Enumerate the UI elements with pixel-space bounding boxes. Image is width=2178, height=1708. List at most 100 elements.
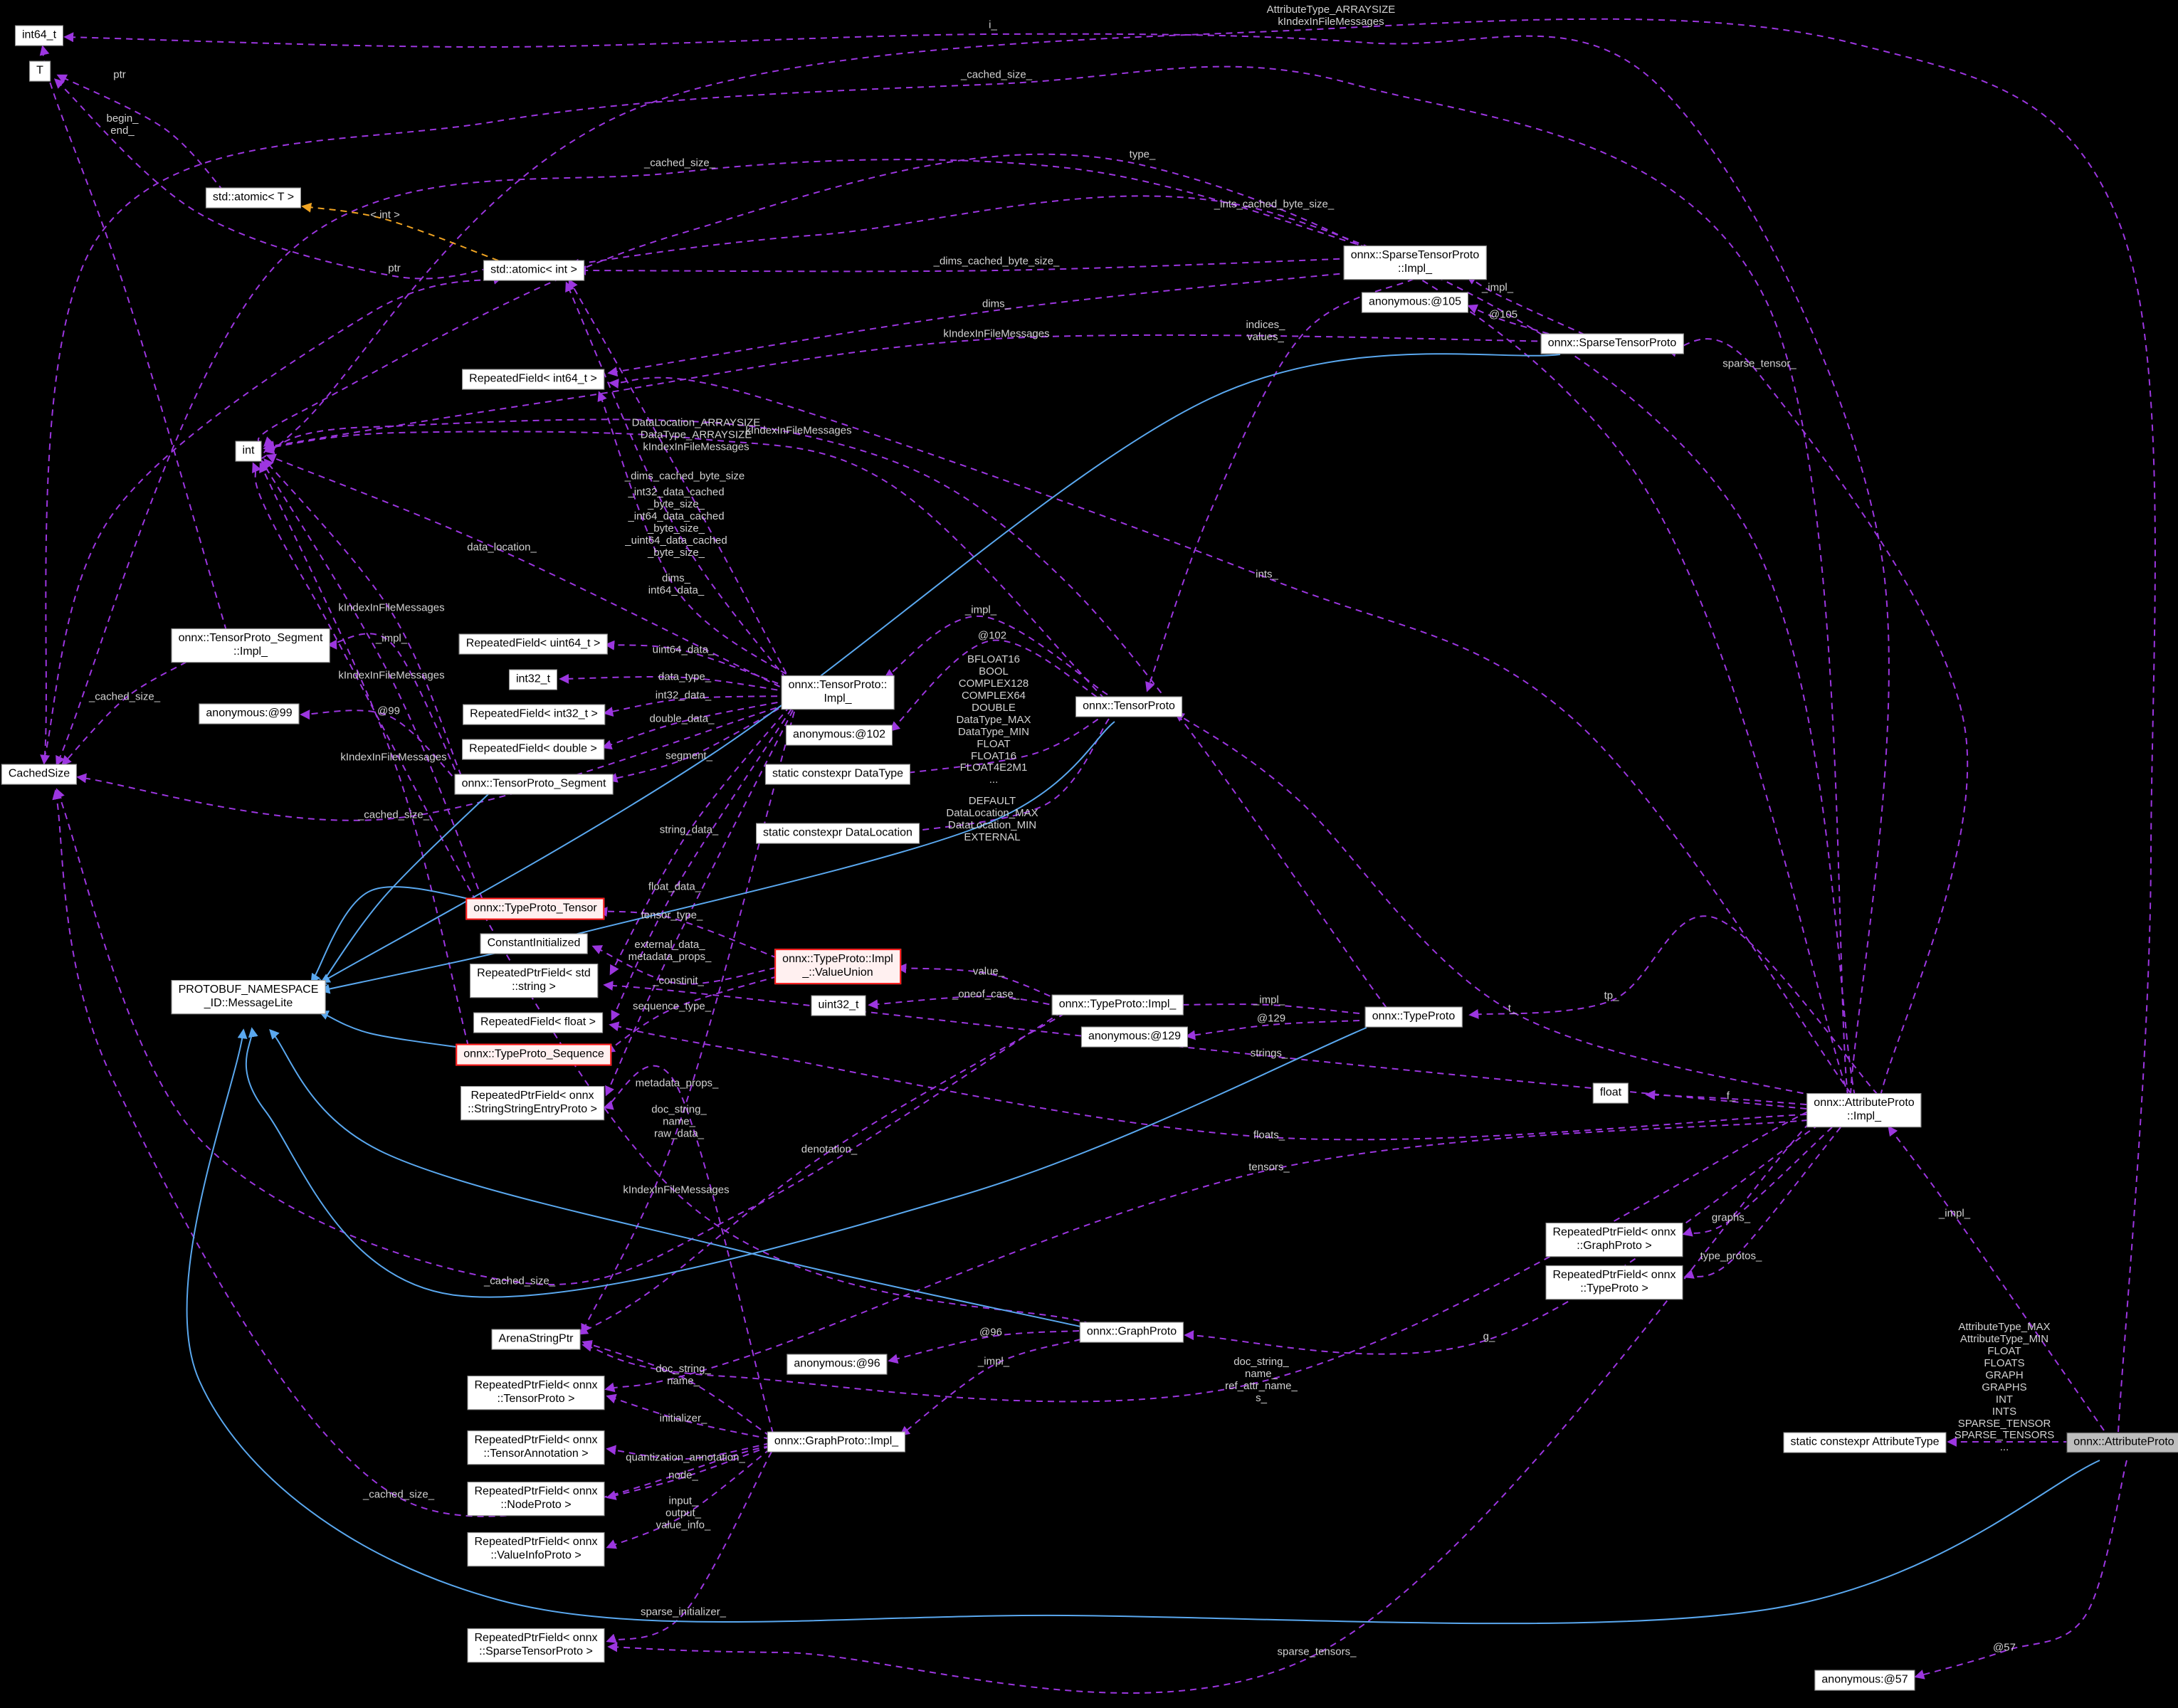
graph-node-seg_impl[interactable]: onnx::TensorProto_Segment ::Impl_ <box>171 628 330 663</box>
edge-label: strings_ <box>1250 1047 1288 1060</box>
graph-node-sc_attrtype[interactable]: static constexpr AttributeType <box>1783 1432 1947 1453</box>
graph-node-anon57[interactable]: anonymous:@57 <box>1814 1670 1915 1691</box>
edge-label: BFLOAT16 BOOL COMPLEX128 COMPLEX64 DOUBL… <box>956 653 1031 786</box>
graph-node-sparseproto[interactable]: onnx::SparseTensorProto <box>1540 333 1684 354</box>
graph-node-rpf_valueinfo[interactable]: RepeatedPtrField< onnx ::ValueInfoProto … <box>467 1532 605 1566</box>
graph-node-rpf_tensor[interactable]: RepeatedPtrField< onnx ::TensorProto > <box>467 1376 605 1410</box>
graph-node-typeproto[interactable]: onnx::TypeProto <box>1364 1006 1463 1028</box>
graph-node-rpf_graph[interactable]: RepeatedPtrField< onnx ::GraphProto > <box>1545 1223 1683 1257</box>
edge-label: _cached_size_ <box>357 808 430 821</box>
edge-gp_impl-to-rpf_valueinfo <box>606 1448 771 1549</box>
edge-tp_impl-to-rpf_string <box>609 705 791 976</box>
edge-a_impl-to-rpf_type <box>1683 1127 1841 1279</box>
edge-valueunion-to-tpt_seq <box>604 976 778 1053</box>
graph-node-arenastring[interactable]: ArenaStringPtr <box>491 1329 581 1350</box>
graph-node-atomic_int[interactable]: std::atomic< int > <box>483 260 584 281</box>
edge-label: sparse_tensors_ <box>1277 1645 1357 1658</box>
graph-node-anon105[interactable]: anonymous:@105 <box>1361 292 1469 313</box>
graph-node-tp_impl[interactable]: onnx::TensorProto:: Impl_ <box>781 675 895 710</box>
edge-tp_impl-to-atomic_int <box>568 278 792 684</box>
graph-node-gp_impl[interactable]: onnx::GraphProto::Impl_ <box>767 1431 906 1453</box>
edge-atomic_int-to-T <box>53 78 500 280</box>
edge-label: node_ <box>668 1469 698 1482</box>
graph-node-sc_datatype[interactable]: static constexpr DataType <box>764 764 911 785</box>
graph-node-rpf_sse[interactable]: RepeatedPtrField< onnx ::StringStringEnt… <box>461 1086 604 1120</box>
edge-tensorproto-to-anon102 <box>889 639 1107 732</box>
graph-node-anon96[interactable]: anonymous:@96 <box>786 1354 888 1375</box>
graph-node-int[interactable]: int <box>235 441 262 462</box>
edge-label: _impl_ <box>1938 1207 1971 1220</box>
graph-node-tensorproto[interactable]: onnx::TensorProto <box>1075 696 1182 717</box>
graph-node-cachedsize[interactable]: CachedSize <box>1 764 78 785</box>
edge-label: ptr <box>113 68 126 81</box>
graph-node-valueunion[interactable]: onnx::TypeProto::Impl _::ValueUnion <box>774 949 901 984</box>
graph-node-uint32_t[interactable]: uint32_t <box>811 995 866 1016</box>
graph-node-seg[interactable]: onnx::TensorProto_Segment <box>454 774 614 795</box>
edge-typeproto-to-anon129 <box>1185 1020 1360 1040</box>
graph-node-ty_impl[interactable]: onnx::TypeProto::Impl_ <box>1051 994 1184 1016</box>
edge-label: kIndexInFileMessages <box>338 669 445 682</box>
graph-node-rpf_sparse[interactable]: RepeatedPtrField< onnx ::SparseTensorPro… <box>467 1628 605 1662</box>
edge-label: sequence_type_ <box>632 1000 712 1013</box>
graph-node-constinit[interactable]: ConstantInitialized <box>480 933 588 954</box>
edge-tensorproto-to-messagelite <box>320 721 1115 994</box>
graph-node-rf_int64[interactable]: RepeatedField< int64_t > <box>462 369 604 390</box>
edge-ty_impl-to-cachedsize <box>55 788 1063 1285</box>
edge-label: doc_string_ name_ raw_data_ <box>651 1103 707 1140</box>
edge-tensorproto-to-tp_impl <box>883 615 1108 695</box>
edge-label: _cached_size_ <box>88 690 161 703</box>
edge-label: AttributeType_ARRAYSIZE kIndexInFileMess… <box>1266 4 1396 28</box>
edge-atomic_int-to-atomic_t <box>301 202 499 261</box>
graph-node-rpf_node[interactable]: RepeatedPtrField< onnx ::NodeProto > <box>467 1482 605 1516</box>
graph-node-tpt_seq[interactable]: onnx::TypeProto_Sequence <box>456 1043 612 1066</box>
edge-valueunion-to-constinit <box>591 945 777 985</box>
graph-node-rf_uint64[interactable]: RepeatedField< uint64_t > <box>458 633 608 655</box>
graph-node-T[interactable]: T <box>29 60 51 82</box>
edge-a_impl-to-typeproto <box>1468 915 1878 1095</box>
edge-label: string_data_ <box>659 823 719 836</box>
graph-node-rpf_type[interactable]: RepeatedPtrField< onnx ::TypeProto > <box>1545 1265 1683 1300</box>
edge-label: data_location_ <box>467 541 537 554</box>
edge-label: _dims_cached_byte_size <box>624 470 745 483</box>
edge-a_impl-to-cachedsize <box>40 65 1848 1097</box>
edge-tensorproto-to-int <box>263 431 1105 700</box>
edge-label: metadata_props_ <box>635 1077 719 1090</box>
edge-a_impl-to-int64_t <box>63 32 1890 1095</box>
edge-label: _int32_data_cached _byte_size_ _int64_da… <box>625 486 727 559</box>
edge-label: tensors_ <box>1248 1161 1290 1174</box>
edge-label: dims_ int64_data_ <box>648 572 705 596</box>
edge-a_impl-to-int <box>257 153 1850 1098</box>
edge-typeproto-to-messagelite <box>245 1027 1367 1298</box>
edge-label: kIndexInFileMessages <box>943 327 1050 340</box>
edge-label: @102 <box>977 629 1007 642</box>
edge-graphproto-to-messagelite <box>269 1028 1081 1327</box>
edge-label: kIndexInFileMessages <box>340 751 447 764</box>
graph-node-a_impl[interactable]: onnx::AttributeProto ::Impl_ <box>1806 1093 1922 1127</box>
graph-node-atomic_t[interactable]: std::atomic< T > <box>205 187 302 209</box>
graph-node-anon129[interactable]: anonymous:@129 <box>1080 1026 1189 1048</box>
edge-label: _cached_size_ <box>643 157 716 169</box>
graph-node-rf_int32[interactable]: RepeatedField< int32_t > <box>463 704 605 725</box>
graph-node-rf_double[interactable]: RepeatedField< double > <box>462 739 604 760</box>
edge-label: doc_string_ name_ ref_attr_name_ s_ <box>1225 1356 1298 1404</box>
edge-label: kIndexInFileMessages <box>623 1184 730 1196</box>
graph-node-float[interactable]: float <box>1592 1082 1629 1104</box>
graph-node-int32_t[interactable]: int32_t <box>508 669 558 690</box>
edge-tp_impl-to-rf_uint64 <box>604 640 789 688</box>
graph-node-sp_impl[interactable]: onnx::SparseTensorProto ::Impl_ <box>1343 246 1487 280</box>
edge-a_impl-to-rpf_sparse <box>607 1122 1810 1694</box>
edge-gp_impl-to-rpf_sparse <box>606 1451 772 1643</box>
graph-node-int64_t[interactable]: int64_t <box>14 25 64 46</box>
edge-tp_impl-to-rf_int64 <box>597 391 796 681</box>
edge-sp_impl-to-atomic_int <box>576 257 1374 276</box>
graph-node-anon99[interactable]: anonymous:@99 <box>199 703 300 724</box>
graph-node-rpf_tensorann[interactable]: RepeatedPtrField< onnx ::TensorAnnotatio… <box>467 1430 605 1465</box>
graph-node-anon102[interactable]: anonymous:@102 <box>785 724 893 746</box>
graph-node-rpf_string[interactable]: RepeatedPtrField< std ::string > <box>470 964 598 998</box>
graph-node-attrproto[interactable]: onnx::AttributeProto <box>2066 1432 2178 1453</box>
graph-node-rf_float[interactable]: RepeatedField< float > <box>473 1012 603 1033</box>
graph-node-messagelite[interactable]: PROTOBUF_NAMESPACE _ID::MessageLite <box>171 980 326 1014</box>
graph-node-sc_dataloc[interactable]: static constexpr DataLocation <box>756 823 920 844</box>
graph-node-graphproto[interactable]: onnx::GraphProto <box>1079 1322 1184 1343</box>
graph-node-tpt_tensor[interactable]: onnx::TypeProto_Tensor <box>465 897 605 920</box>
